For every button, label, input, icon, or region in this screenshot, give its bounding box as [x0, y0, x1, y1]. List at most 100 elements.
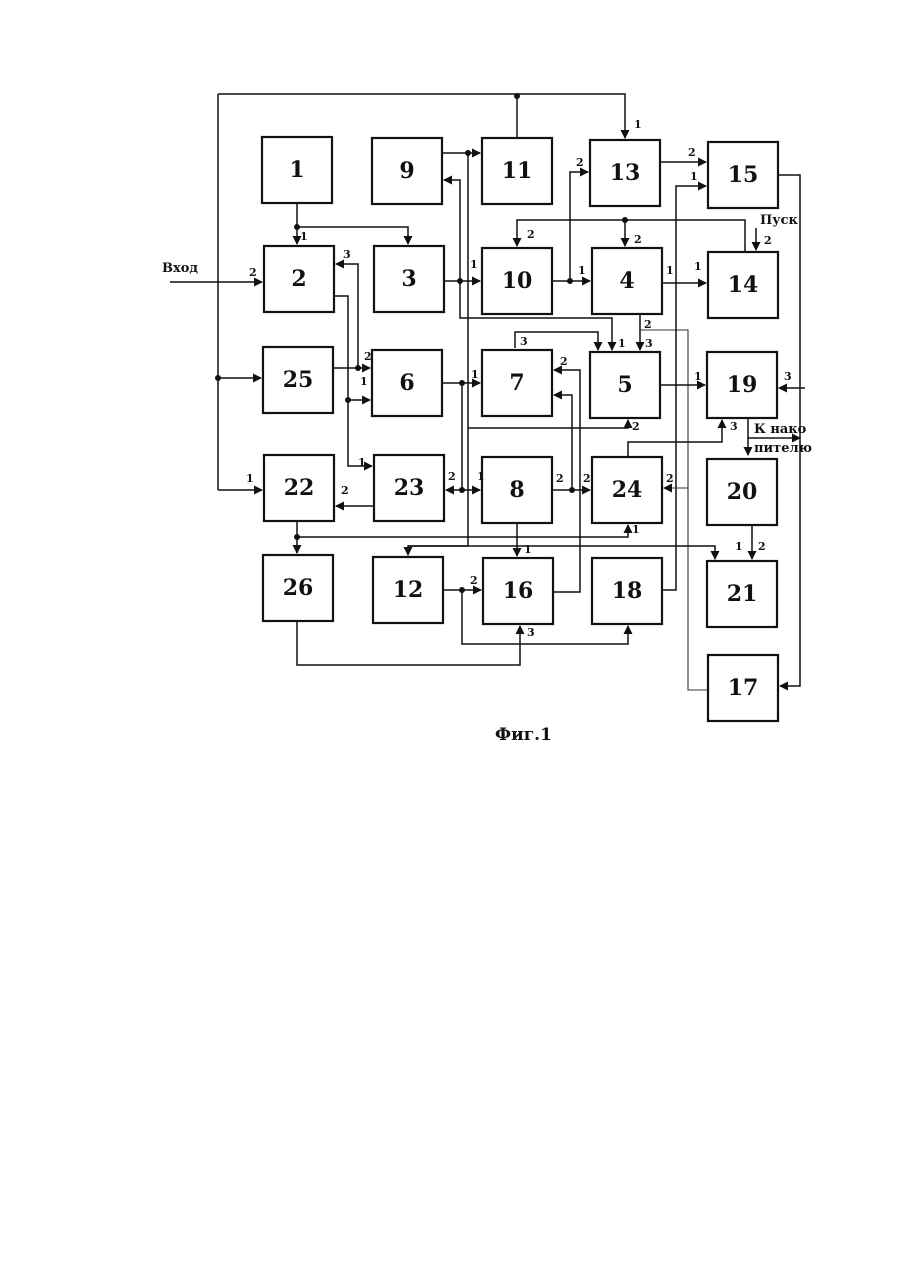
svg-text:2: 2: [364, 350, 372, 363]
svg-text:3: 3: [343, 248, 351, 261]
svg-text:2: 2: [576, 156, 584, 169]
svg-text:2: 2: [632, 420, 640, 433]
svg-text:17: 17: [728, 675, 759, 701]
svg-text:1: 1: [289, 157, 304, 183]
svg-text:2: 2: [556, 472, 564, 485]
svg-text:2: 2: [448, 470, 456, 483]
block-22: 22: [264, 455, 334, 521]
svg-text:2: 2: [634, 233, 642, 246]
svg-text:6: 6: [399, 370, 414, 396]
start-label: Пуск: [760, 213, 799, 228]
wires-block-26: [297, 621, 520, 665]
svg-text:3: 3: [730, 420, 738, 433]
svg-text:1: 1: [735, 540, 743, 553]
block-24: 24: [592, 457, 662, 523]
svg-text:20: 20: [727, 479, 758, 505]
svg-text:1: 1: [470, 258, 478, 271]
svg-text:2: 2: [560, 355, 568, 368]
svg-text:1: 1: [694, 370, 702, 383]
block-1: 1: [262, 137, 332, 203]
svg-text:2: 2: [666, 472, 674, 485]
block-17: 17: [708, 655, 778, 721]
block-23: 23: [374, 455, 444, 521]
block-11: 11: [482, 138, 552, 204]
svg-text:24: 24: [612, 477, 643, 503]
svg-text:2: 2: [249, 266, 257, 279]
block-5: 5: [590, 352, 660, 418]
svg-text:3: 3: [527, 626, 535, 639]
svg-text:9: 9: [399, 158, 414, 184]
block-3: 3: [374, 246, 444, 312]
svg-text:1: 1: [300, 230, 308, 243]
svg-text:16: 16: [503, 578, 534, 604]
svg-text:25: 25: [283, 367, 314, 393]
svg-text:1: 1: [578, 264, 586, 277]
figure-caption: Фиг.1: [495, 725, 552, 745]
wires-block-22: [294, 521, 715, 559]
block-18: 18: [592, 558, 662, 624]
svg-text:13: 13: [610, 160, 641, 186]
svg-text:1: 1: [471, 368, 479, 381]
svg-text:21: 21: [727, 581, 758, 607]
svg-text:18: 18: [612, 578, 643, 604]
svg-text:1: 1: [618, 337, 626, 350]
svg-text:2: 2: [527, 228, 535, 241]
block-14: 14: [708, 252, 778, 318]
svg-text:3: 3: [401, 266, 416, 292]
svg-text:14: 14: [728, 272, 759, 298]
svg-text:12: 12: [393, 577, 424, 603]
block-12: 12: [373, 557, 443, 623]
svg-text:1: 1: [634, 118, 642, 131]
svg-text:2: 2: [758, 540, 766, 553]
svg-text:1: 1: [694, 260, 702, 273]
svg-text:1: 1: [246, 472, 254, 485]
svg-text:1: 1: [477, 470, 485, 483]
svg-text:5: 5: [617, 372, 632, 398]
svg-text:1: 1: [524, 543, 532, 556]
block-21: 21: [707, 561, 777, 627]
svg-text:19: 19: [727, 372, 758, 398]
block-10: 10: [482, 248, 552, 314]
block-19: 19: [707, 352, 777, 418]
svg-text:2: 2: [583, 472, 591, 485]
block-9: 9: [372, 138, 442, 204]
svg-text:1: 1: [666, 264, 674, 277]
block-8: 8: [482, 457, 552, 523]
svg-text:22: 22: [284, 475, 315, 501]
svg-text:2: 2: [470, 574, 478, 587]
svg-text:3: 3: [520, 335, 528, 348]
svg-text:1: 1: [358, 456, 366, 469]
to-storage-label-line1: К нако: [754, 422, 807, 437]
svg-text:23: 23: [394, 475, 425, 501]
svg-text:8: 8: [509, 477, 524, 503]
svg-text:2: 2: [688, 146, 696, 159]
svg-text:2: 2: [644, 318, 652, 331]
block-15: 15: [708, 142, 778, 208]
svg-text:1: 1: [632, 523, 640, 536]
block-6: 6: [372, 350, 442, 416]
svg-text:1: 1: [690, 170, 698, 183]
block-2: 2: [264, 246, 334, 312]
to-storage-label-line2: пителю: [754, 441, 812, 456]
block-7: 7: [482, 350, 552, 416]
wires-block-2: [333, 264, 372, 466]
svg-text:1: 1: [360, 375, 368, 388]
block-16: 16: [483, 558, 553, 624]
block-13: 13: [590, 140, 660, 206]
svg-text:15: 15: [728, 162, 759, 188]
svg-text:11: 11: [502, 158, 533, 184]
svg-text:2: 2: [341, 484, 349, 497]
svg-text:7: 7: [509, 370, 524, 396]
svg-text:3: 3: [645, 337, 653, 350]
wires-block-1: [294, 203, 408, 244]
input-label: Вход: [162, 261, 198, 276]
block-26: 26: [263, 555, 333, 621]
block-4: 4: [592, 248, 662, 314]
svg-text:2: 2: [764, 234, 772, 247]
svg-text:3: 3: [784, 370, 792, 383]
block-25: 25: [263, 347, 333, 413]
svg-text:10: 10: [502, 268, 533, 294]
svg-text:26: 26: [283, 575, 314, 601]
svg-text:2: 2: [291, 266, 306, 292]
